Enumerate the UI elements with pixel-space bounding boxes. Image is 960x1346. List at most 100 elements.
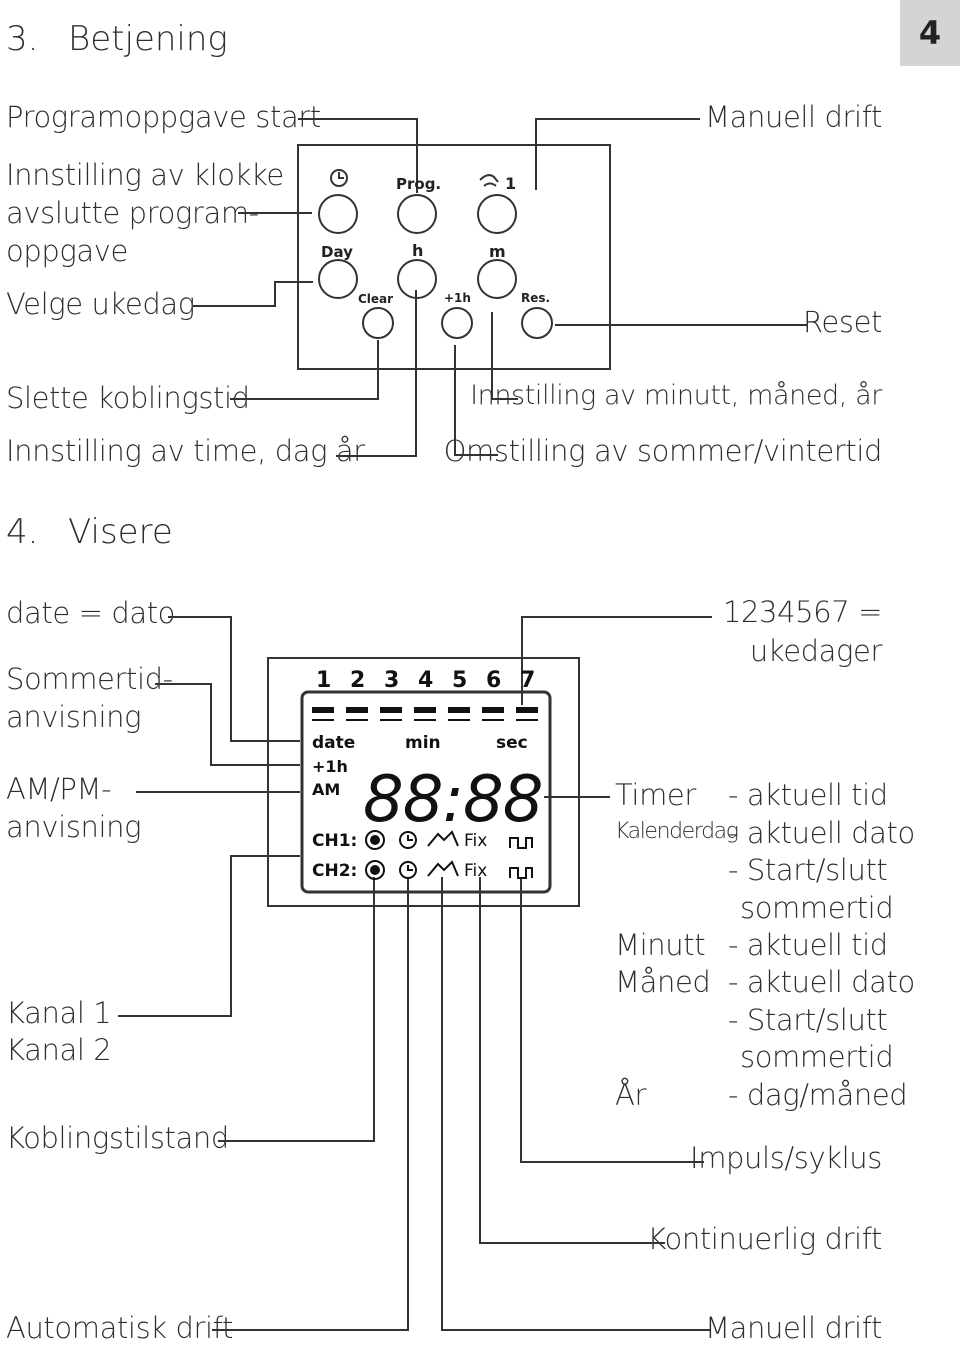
legend-desc: sommertid — [740, 1040, 894, 1074]
label-impulse: Impuls/syklus — [690, 1141, 882, 1175]
legend-desc: - aktuell tid — [728, 928, 888, 962]
lcd-day-number: 2 — [350, 668, 365, 693]
lcd-day-number: 1 — [316, 668, 331, 693]
plus1h-key-label: +1h — [444, 291, 471, 305]
lcd-day-bar — [414, 707, 436, 713]
legend-term: År — [615, 1078, 646, 1112]
label-ampm-2: anvisning — [6, 810, 142, 844]
lcd-pulse-icon — [509, 837, 533, 849]
lcd-sec-label: sec — [496, 733, 528, 753]
prog-button — [397, 194, 437, 234]
section-3-title: Betjening — [68, 19, 228, 59]
legend-term: Timer — [615, 778, 696, 812]
label-summer-2: anvisning — [6, 700, 142, 734]
clock-button — [318, 194, 358, 234]
lcd-min-label: min — [405, 733, 441, 753]
lcd-day-bar — [380, 707, 402, 713]
leader-switch-state — [218, 877, 375, 1142]
leader-dst — [454, 345, 498, 456]
label-manual-2: Manuell drift — [705, 1311, 882, 1345]
lcd-clock-icon — [399, 861, 417, 879]
leader-impulse — [520, 877, 704, 1163]
manual-key-label: 1 — [505, 174, 516, 193]
section-4-number: 4. — [6, 512, 39, 552]
prog-key-label: Prog. — [396, 175, 441, 193]
leader-weekdays — [521, 616, 712, 705]
label-hour: Innstilling av time, dag år — [6, 434, 365, 468]
day-button — [318, 259, 358, 299]
legend-term: Kalenderdag — [615, 819, 739, 844]
leader-manual-2 — [441, 877, 710, 1331]
lcd-ch2-label: CH2: — [312, 861, 357, 881]
lcd-record-icon — [365, 860, 385, 880]
legend-desc: - Start/slutt — [728, 853, 888, 887]
label-auto: Automatisk drift — [6, 1311, 233, 1345]
legend-desc: - dag/måned — [728, 1078, 908, 1112]
lcd-fix-label: Fix — [464, 861, 487, 881]
lcd-day-bars — [312, 707, 538, 721]
res-button — [521, 307, 553, 339]
legend-desc: - aktuell tid — [728, 778, 888, 812]
m-key-label: m — [489, 242, 506, 261]
lcd-day-number: 5 — [452, 668, 467, 693]
lcd-day-number: 3 — [384, 668, 399, 693]
label-weekdays-1: 1234567 = — [722, 595, 882, 629]
label-weekday: Velge ukedag — [6, 287, 195, 321]
label-dst: Omstilling av sommer/vintertid — [443, 434, 883, 468]
label-manual: Manuell drift — [705, 100, 882, 134]
leader-hour — [336, 290, 417, 457]
page-number-badge: 4 — [900, 0, 960, 66]
leader-summer — [155, 683, 300, 766]
lcd-ch1-label: CH1: — [312, 831, 357, 851]
clock-icon — [330, 169, 348, 187]
display-frame — [267, 657, 580, 907]
lcd-day-bar — [516, 707, 538, 713]
m-button — [477, 259, 517, 299]
leader-delete — [230, 340, 379, 400]
leader-minute — [491, 312, 518, 400]
leader-manual — [535, 118, 700, 190]
lcd-day-number: 7 — [520, 668, 535, 693]
lcd-panel — [300, 690, 552, 894]
label-weekdays-2: ukedager — [749, 634, 883, 668]
legend-desc: sommertid — [740, 891, 894, 925]
label-ch2: Kanal 2 — [6, 1033, 112, 1067]
manual-button — [477, 194, 517, 234]
lcd-hand-icon — [427, 830, 459, 847]
lcd-pulse-icon — [509, 867, 533, 879]
lcd-day-bar — [482, 707, 504, 713]
leader-auto — [212, 877, 409, 1331]
label-switch-state: Koblingstilstand — [6, 1121, 229, 1155]
clear-key-label: Clear — [358, 292, 393, 306]
lcd-fix-label: Fix — [464, 831, 487, 851]
lcd-day-number: 6 — [486, 668, 501, 693]
day-key-label: Day — [321, 243, 353, 261]
lcd-am-label: AM — [312, 780, 340, 799]
lcd-hand-icon — [427, 860, 459, 877]
label-delete: Slette koblingstid — [6, 381, 250, 415]
label-ch1: Kanal 1 — [6, 996, 112, 1030]
label-minute: Innstilling av minutt, måned, år — [470, 380, 882, 411]
label-summer-1: Sommertid- — [6, 662, 173, 696]
label-ampm-1: AM/PM- — [6, 772, 112, 806]
label-date: date = dato — [6, 596, 176, 630]
plus1h-button — [441, 307, 473, 339]
lcd-date-label: date — [312, 733, 355, 753]
lcd-day-bar — [346, 707, 368, 713]
label-clock-3: oppgave — [6, 234, 128, 268]
lcd-day-bar — [312, 707, 334, 713]
h-button — [397, 259, 437, 299]
lcd-day-bar — [448, 707, 470, 713]
lcd-day-numbers: 1 2 3 4 5 6 7 — [316, 668, 535, 693]
clear-button — [362, 307, 394, 339]
h-key-label: h — [412, 241, 423, 260]
lcd-record-icon — [365, 830, 385, 850]
leader-ch — [118, 855, 300, 1017]
legend-desc: - aktuell dato — [728, 965, 915, 999]
label-clock-1: Innstilling av klokke — [6, 158, 284, 192]
lcd-day-number: 4 — [418, 668, 433, 693]
label-reset: Reset — [802, 305, 882, 339]
lcd-plus1h-label: +1h — [312, 757, 348, 776]
legend-term: Minutt — [615, 928, 706, 962]
label-clock-2: avslutte program- — [6, 196, 259, 230]
